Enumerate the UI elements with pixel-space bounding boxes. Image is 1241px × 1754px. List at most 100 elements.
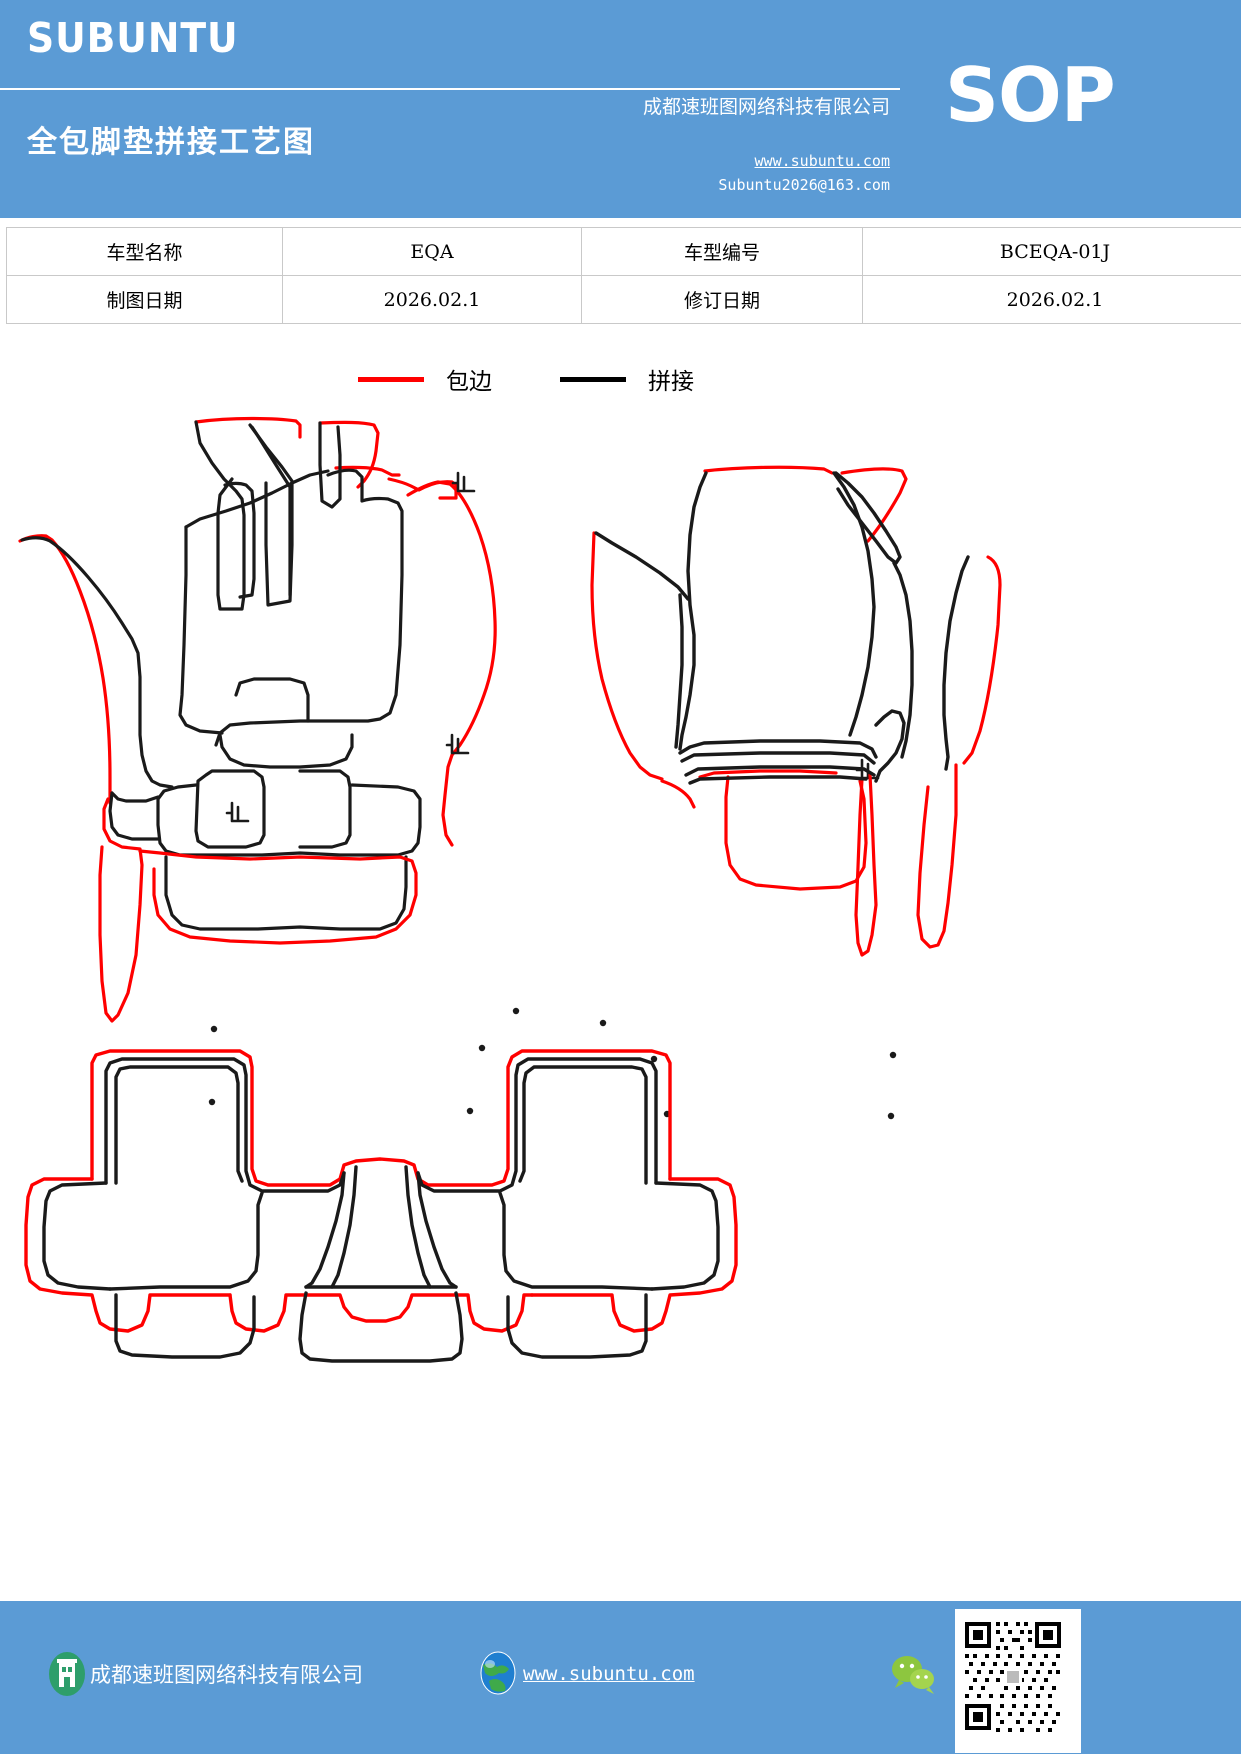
seam-path-left-d <box>318 421 342 509</box>
rear-mat-panel <box>24 1049 738 1363</box>
seam-path-left-pedal <box>234 677 310 723</box>
header-company-name: 成都速班图网络科技有限公司 <box>642 96 890 118</box>
stop-mark-1 <box>451 471 476 493</box>
vehicle-info-table: 车型名称 EQA 车型编号 BCEQA-01J 制图日期 2026.02.1 修… <box>6 227 1241 324</box>
seam-path-right-band4 <box>688 775 868 785</box>
header-email[interactable]: Subuntu2026@163.com <box>718 176 890 194</box>
seam-path-right-band2 <box>680 751 876 765</box>
edge-path-rear-red <box>90 1049 672 1187</box>
seam-path-left-tail <box>108 791 160 841</box>
legend-item-splice: 拼接 <box>560 362 694 396</box>
seam-path-rear-center-pillar-l <box>304 1171 346 1289</box>
header-website-link[interactable]: www.subuntu.com <box>754 152 890 170</box>
label-model-name: 车型名称 <box>6 227 283 276</box>
footer-company-name: 成都速班图网络科技有限公司 <box>90 1663 363 1687</box>
label-revision-date: 修订日期 <box>581 275 863 324</box>
value-model-code: BCEQA-01J <box>862 227 1241 276</box>
table-row: 制图日期 2026.02.1 修订日期 2026.02.1 <box>6 275 1241 324</box>
seam-path-rear-outer-right2 <box>518 1065 648 1185</box>
seam-path-left-trap <box>194 769 266 849</box>
label-model-code: 车型编号 <box>581 227 863 276</box>
page-footer: 成都速班图网络科技有限公司 www.subuntu.com <box>0 1601 1241 1754</box>
seam-path-rear-outer-left2 <box>114 1065 244 1185</box>
brand-logo: SUBUNTU <box>27 14 239 62</box>
seam-path-left-bigflap <box>156 783 422 857</box>
stop-mark-group <box>225 471 880 823</box>
seam-path-left-trap2 <box>298 769 352 849</box>
edge-path-rear-red-left <box>24 1177 232 1333</box>
rivet-dot <box>650 1055 658 1063</box>
value-draw-date: 2026.02.1 <box>282 275 582 324</box>
seam-path-left-f <box>223 481 256 599</box>
header-divider <box>0 88 900 90</box>
rivet-dot <box>466 1107 474 1115</box>
seam-path-rear-lower-left-panel <box>114 1293 256 1359</box>
value-revision-date: 2026.02.1 <box>862 275 1241 324</box>
edge-path-rear-red-right <box>530 1177 738 1333</box>
seam-path-rear-outer-right <box>416 1057 658 1193</box>
seam-path-left-a <box>194 420 246 611</box>
edge-path-right-outer-right <box>962 555 1002 765</box>
seam-path-rear-mid-left <box>108 1191 264 1291</box>
building-icon <box>47 1651 87 1697</box>
seam-path-left-tailbot <box>164 855 408 931</box>
edge-path-right-drop1 <box>854 773 878 957</box>
red-line-swatch <box>358 376 424 382</box>
seam-path-right-leftwing <box>594 531 690 749</box>
footer-website-link[interactable]: www.subuntu.com <box>523 1663 695 1685</box>
stop-mark-2 <box>445 733 470 755</box>
seam-path-right-outer <box>942 555 970 771</box>
seam-path-rear-left-wing <box>42 1181 112 1291</box>
table-row: 车型名称 EQA 车型编号 BCEQA-01J <box>6 227 1241 276</box>
seam-path-right-hook <box>874 709 906 783</box>
seam-path-rear-lower-center <box>298 1291 464 1363</box>
rivet-dot <box>887 1112 895 1120</box>
edge-path-left-right-side <box>406 480 497 847</box>
seam-path-left-e <box>20 536 174 789</box>
seam-path-rear-mid-right <box>498 1191 654 1291</box>
black-line-swatch <box>560 376 626 382</box>
seam-path-left-bottom-tongue <box>218 733 354 769</box>
seam-path-left-b <box>248 423 294 607</box>
label-draw-date: 制图日期 <box>6 275 283 324</box>
seam-path-rear-center-pillar-r2 <box>404 1165 432 1289</box>
wechat-icon <box>889 1653 939 1695</box>
seam-path-right-main-right <box>832 471 876 737</box>
rivet-dot <box>512 1007 520 1015</box>
seam-path-right-corner <box>834 471 902 565</box>
right-front-mat-panel <box>590 465 1002 1120</box>
seam-path-rear-outer-left <box>104 1057 346 1193</box>
edge-path-left-outer <box>194 416 458 500</box>
seam-path-right-band3 <box>684 765 876 777</box>
left-front-mat-panel <box>18 416 520 1115</box>
sop-badge: SOP <box>945 51 1116 139</box>
edge-path-left-tail-red <box>98 797 144 1023</box>
technical-drawing-canvas <box>0 395 1241 1425</box>
seam-path-rear-center-pillar-r <box>416 1171 458 1289</box>
qr-code <box>955 1609 1081 1753</box>
page-header: SUBUNTU 全包脚垫拼接工艺图 成都速班图网络科技有限公司 www.subu… <box>0 0 1241 218</box>
seam-path-right-main <box>678 471 708 751</box>
legend-label-splice: 拼接 <box>648 369 694 395</box>
legend: 包边 拼接 <box>0 358 1241 398</box>
page-title: 全包脚垫拼接工艺图 <box>27 125 315 160</box>
edge-path-rear-red-center <box>228 1293 534 1333</box>
rivet-dot <box>889 1051 897 1059</box>
edge-path-left-lower <box>18 534 112 805</box>
edge-path-left-tail-red2 <box>138 849 418 945</box>
rivet-dot <box>210 1025 218 1033</box>
seam-path-left-body-outline <box>184 469 330 529</box>
seam-path-rear-center-pillar-l2 <box>330 1165 358 1289</box>
seam-path-right-outer2 <box>892 561 914 759</box>
seam-path-left-mainbody <box>178 468 404 747</box>
edge-path-right-tail <box>724 775 868 891</box>
legend-label-edging: 包边 <box>446 369 492 395</box>
edge-path-right-top <box>703 465 908 543</box>
globe-icon <box>477 1651 519 1695</box>
legend-item-edging: 包边 <box>358 362 492 396</box>
rivet-dot <box>478 1044 486 1052</box>
edge-path-right-leftwing-lower <box>660 769 838 809</box>
seam-path-left-c <box>250 425 292 597</box>
edge-path-right-drop2 <box>916 763 958 949</box>
